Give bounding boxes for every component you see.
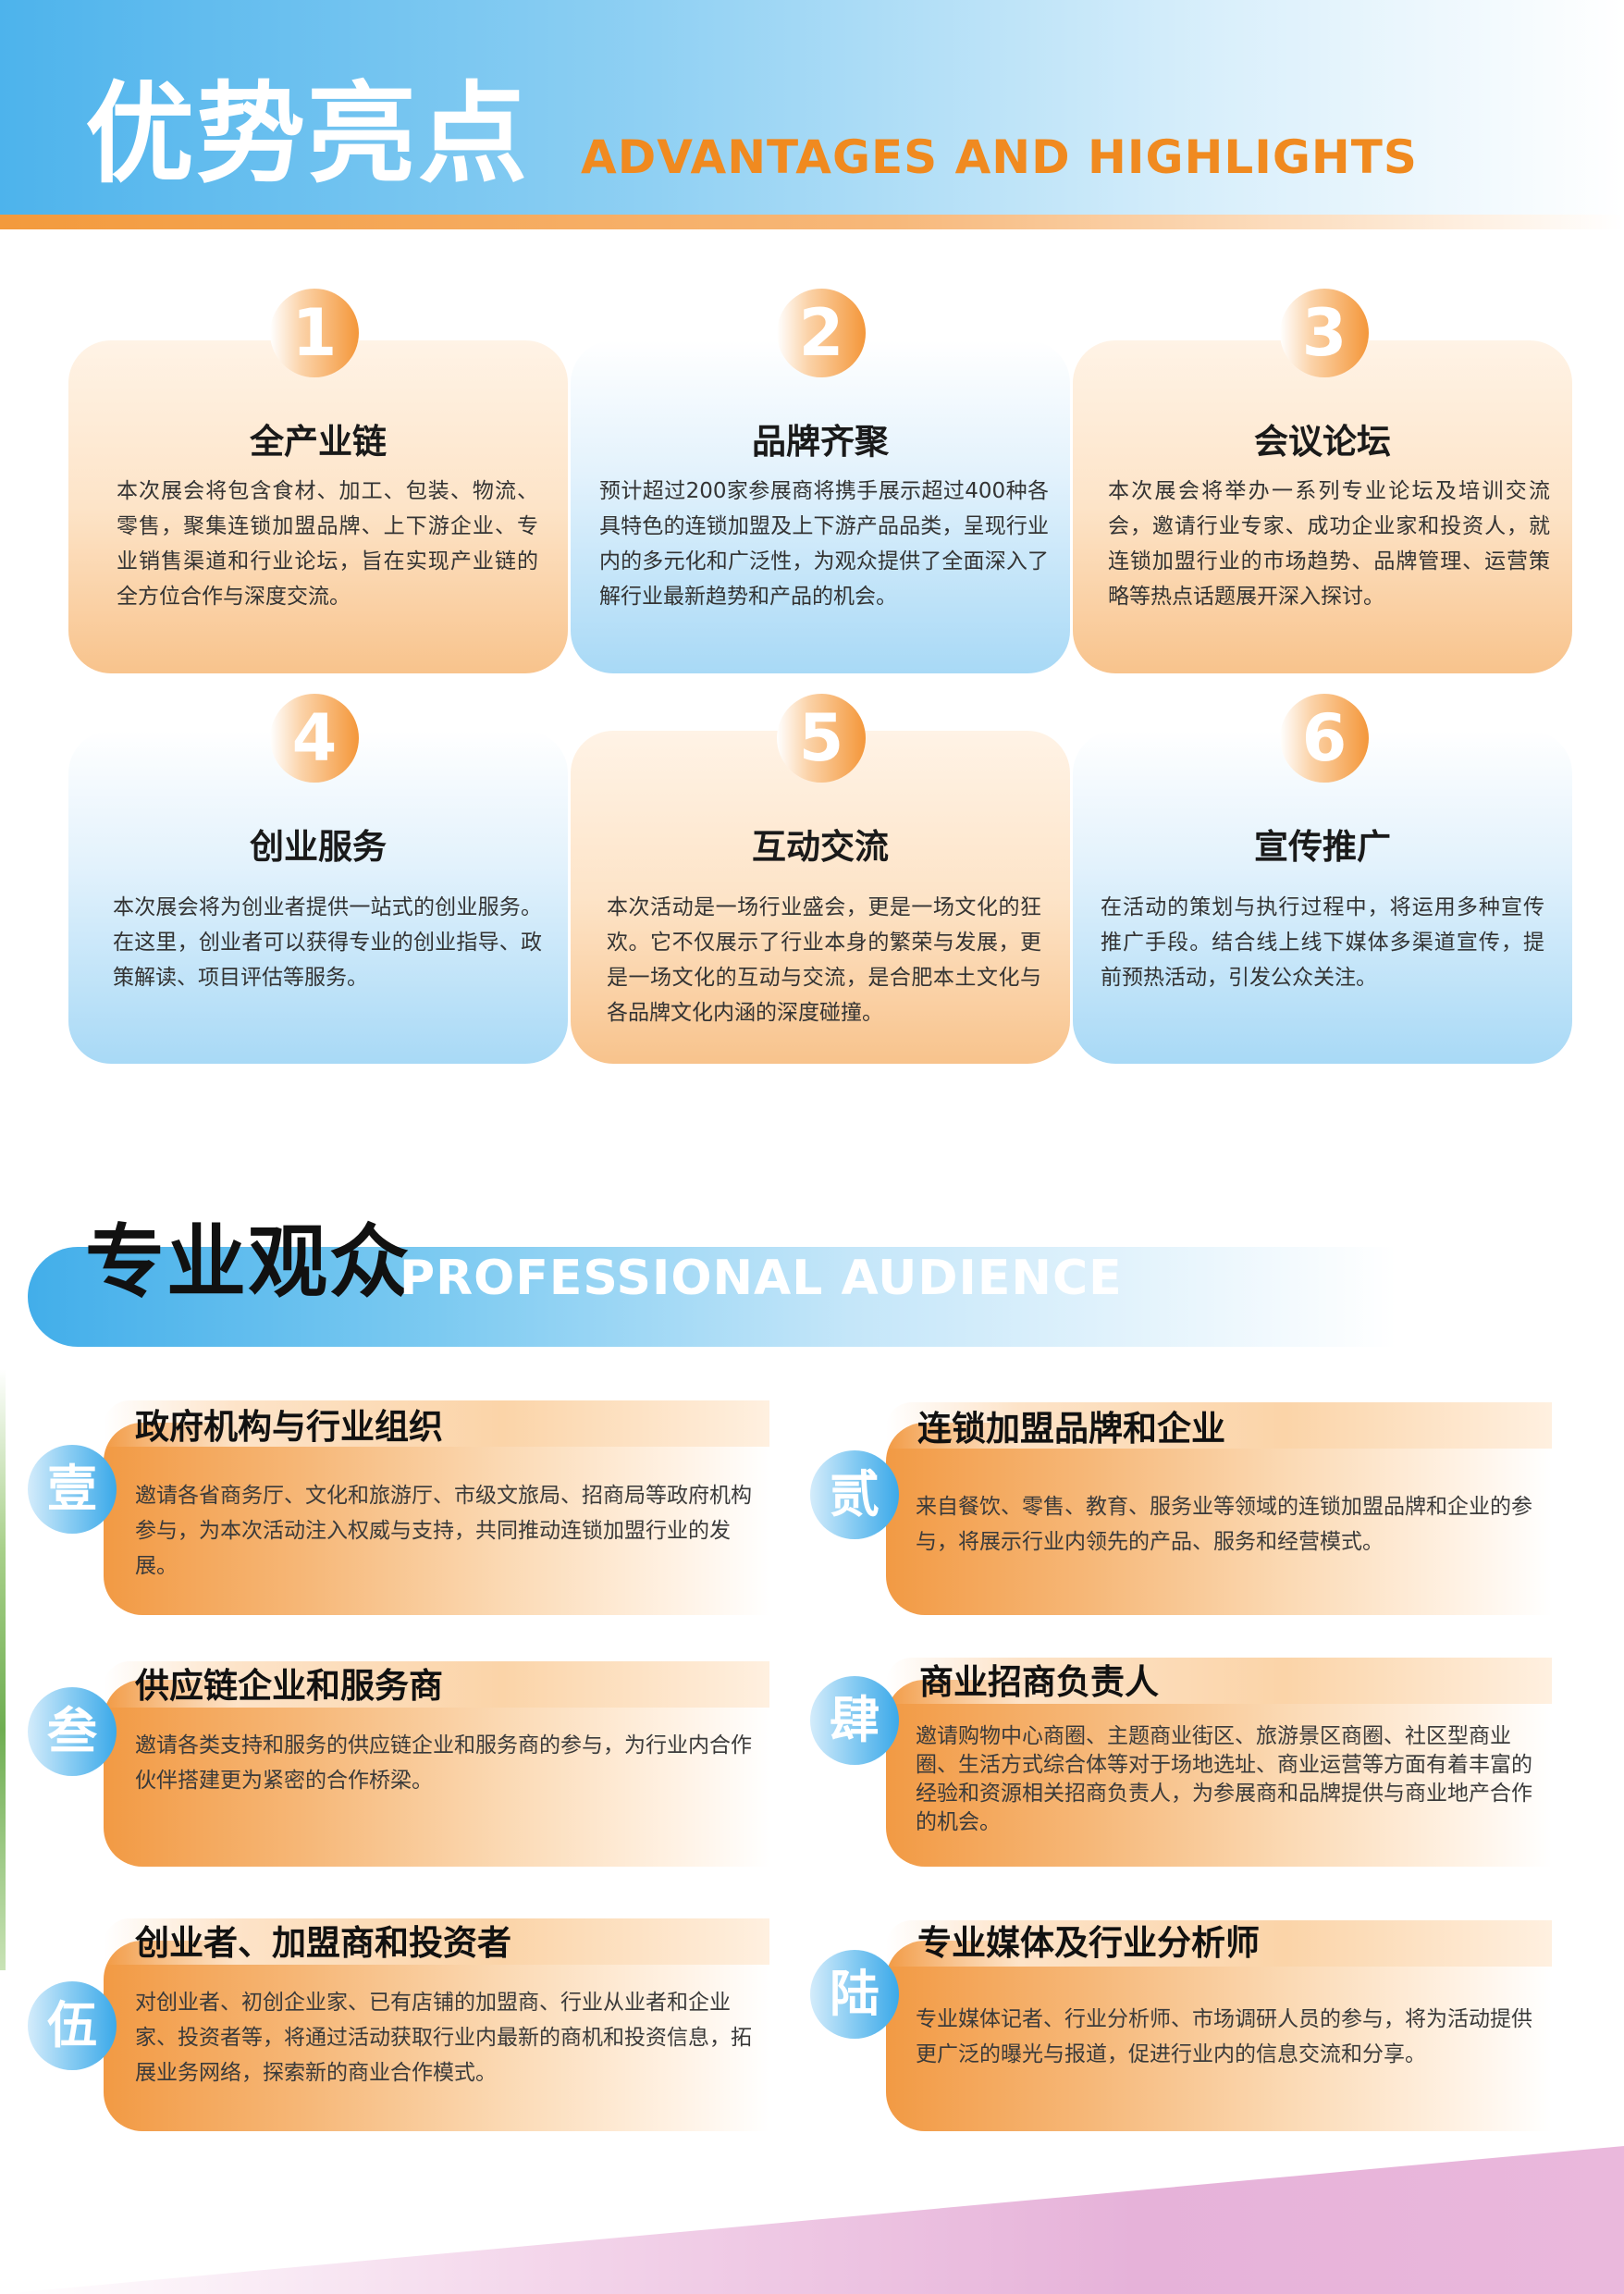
advantage-title-6: 宣传推广 (1254, 827, 1391, 867)
advantage-card-3 (1073, 340, 1572, 673)
audience-title-2: 连锁加盟品牌和企业 (917, 1409, 1225, 1449)
audience-number-4: 肆 (810, 1676, 899, 1765)
audience-title-bar-2 (886, 1402, 1552, 1449)
advantage-number-3: 3 (1280, 289, 1369, 377)
audience-item-6 (886, 1941, 1552, 2131)
advantage-title-5: 互动交流 (752, 827, 889, 867)
audience-title-bar-5 (104, 1918, 769, 1965)
audience-title-3: 供应链企业和服务商 (135, 1666, 443, 1706)
advantage-number-5: 5 (777, 694, 866, 783)
audience-item-5 (104, 1941, 769, 2131)
advantage-text-5: 本次活动是一场行业盛会，更是一场文化的狂欢。它不仅展示了行业本身的繁荣与发展，更… (607, 895, 1041, 1025)
audience-title-4: 商业招商负责人 (919, 1662, 1159, 1702)
audience-text-6: 专业媒体记者、行业分析师、市场调研人员的参与，将为活动提供更广泛的曝光与报道，促… (916, 2007, 1532, 2066)
section2-title-cn: 专业观众 (85, 1216, 411, 1309)
advantage-text-4: 本次展会将为创业者提供一站式的创业服务。在这里，创业者可以获得专业的创业指导、政… (113, 895, 542, 990)
advantage-title-4: 创业服务 (250, 827, 387, 867)
advantage-number-6: 6 (1280, 694, 1369, 783)
advantage-title-3: 会议论坛 (1254, 422, 1391, 462)
advantage-card-4 (68, 731, 568, 1064)
advantage-number-1: 1 (270, 289, 359, 377)
section2-title-en: PROFESSIONAL AUDIENCE (400, 1251, 1123, 1306)
advantage-text-6: 在活动的策划与执行过程中，将运用多种宣传推广手段。结合线上线下媒体多渠道宣传，提… (1101, 895, 1544, 990)
audience-item-2 (886, 1423, 1552, 1615)
audience-number-2: 贰 (810, 1450, 899, 1539)
section1-title-en: ADVANTAGES AND HIGHLIGHTS (581, 130, 1418, 184)
section1-title-cn: 优势亮点 (85, 70, 530, 198)
audience-text-1: 邀请各省商务厅、文化和旅游厅、市级文旅局、招商局等政府机构参与，为本次活动注入权… (135, 1484, 752, 1578)
left-edge-decoration (0, 1369, 6, 1970)
audience-number-1: 壹 (28, 1445, 117, 1534)
advantage-title-1: 全产业链 (250, 422, 387, 462)
advantage-number-4: 4 (270, 694, 359, 783)
audience-title-bar-1 (104, 1400, 769, 1447)
audience-title-bar-3 (104, 1661, 769, 1708)
audience-number-3: 叁 (28, 1687, 117, 1776)
audience-number-5: 伍 (28, 1981, 117, 2070)
advantage-card-5 (571, 731, 1070, 1064)
audience-title-1: 政府机构与行业组织 (135, 1407, 443, 1447)
audience-item-1 (104, 1423, 769, 1615)
audience-title-6: 专业媒体及行业分析师 (917, 1923, 1260, 1963)
audience-text-4: 邀请购物中心商圈、主题商业街区、旅游景区商圈、社区型商业圈、生活方式综合体等对于… (916, 1724, 1532, 1834)
advantage-title-2: 品牌齐聚 (752, 422, 889, 462)
advantage-number-2: 2 (777, 289, 866, 377)
advantage-card-6 (1073, 731, 1572, 1064)
advantage-card-2 (571, 340, 1070, 673)
section1-header-underline (0, 215, 1624, 229)
audience-item-3 (104, 1680, 769, 1867)
advantage-text-1: 本次展会将包含食材、加工、包装、物流、零售，聚集连锁加盟品牌、上下游企业、专业销… (117, 479, 538, 609)
bottom-decoration (0, 2146, 1624, 2294)
advantage-card-1 (68, 340, 568, 673)
audience-title-bar-6 (886, 1920, 1552, 1967)
advantage-text-2: 预计超过200家参展商将携手展示超过400种各具特色的连锁加盟及上下游产品品类，… (599, 479, 1049, 609)
audience-title-bar-4 (886, 1658, 1552, 1704)
section1-header-band (0, 0, 1624, 215)
audience-number-6: 陆 (810, 1950, 899, 2039)
audience-text-2: 来自餐饮、零售、教育、服务业等领域的连锁加盟品牌和企业的参与，将展示行业内领先的… (916, 1495, 1532, 1554)
audience-text-5: 对创业者、初创企业家、已有店铺的加盟商、行业从业者和企业家、投资者等，将通过活动… (135, 1991, 752, 2085)
audience-item-4 (886, 1680, 1552, 1867)
advantage-text-3: 本次展会将举办一系列专业论坛及培训交流会，邀请行业专家、成功企业家和投资人，就连… (1108, 479, 1550, 609)
audience-title-5: 创业者、加盟商和投资者 (135, 1923, 511, 1963)
audience-text-3: 邀请各类支持和服务的供应链企业和服务商的参与，为行业内合作伙伴搭建更为紧密的合作… (135, 1733, 752, 1793)
section2-header-band (28, 1247, 1396, 1347)
